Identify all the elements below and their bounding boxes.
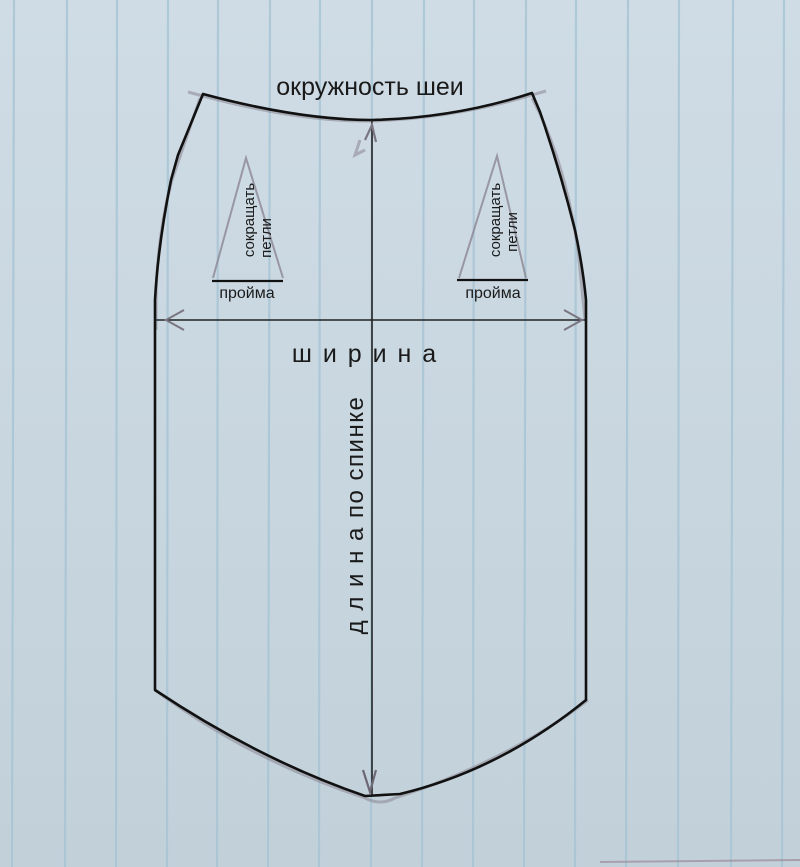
armhole-right-label: пройма xyxy=(465,285,520,302)
back-length-label: д л и н а по спинке xyxy=(342,396,369,635)
pattern-outline xyxy=(153,91,588,798)
paper-bottom-line xyxy=(599,859,800,863)
armhole-left-label: пройма xyxy=(219,285,274,302)
neck-circumference-label: окружность шеи xyxy=(276,73,464,101)
width-guide xyxy=(155,309,586,331)
left-armhole-marker xyxy=(212,154,284,283)
paper-grid-lines xyxy=(10,0,786,867)
decrease-stitches-left-line2: петли xyxy=(258,218,275,258)
right-armhole-marker xyxy=(457,152,528,282)
decrease-stitches-left-line1: сокращать xyxy=(241,183,258,257)
back-length-guide xyxy=(361,120,378,796)
decrease-stitches-right-line1: сокращать xyxy=(487,183,504,257)
width-label: ш и р и н а xyxy=(292,340,438,368)
decrease-stitches-right-line2: петли xyxy=(504,212,521,252)
